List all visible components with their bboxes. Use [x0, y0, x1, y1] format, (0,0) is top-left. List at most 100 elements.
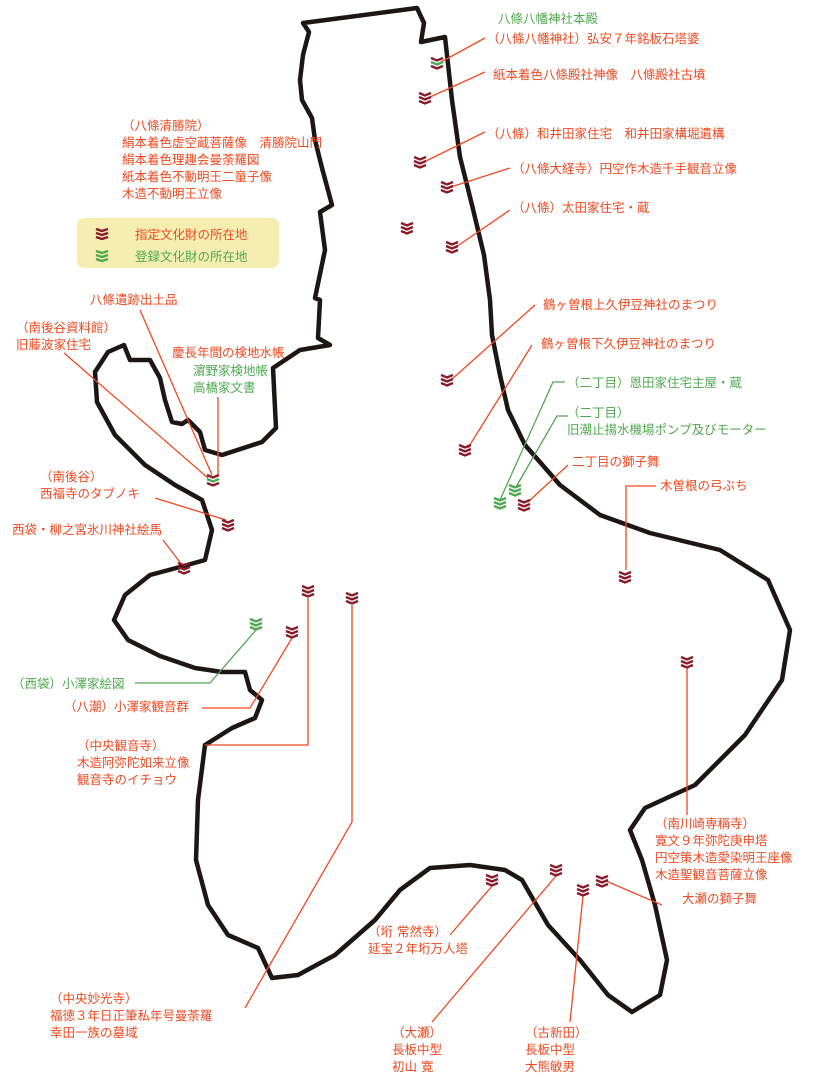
designated-marker-icon	[418, 91, 432, 105]
designated-marker-icon	[221, 518, 235, 532]
label-line: 寛文９年弥陀庚申塔	[655, 833, 768, 848]
leader-line	[440, 37, 486, 63]
label-line: （南後谷）	[40, 469, 103, 484]
designated-marker-icon	[440, 373, 454, 387]
designated-marker-icon	[301, 584, 315, 598]
label-yumibuchi: 木曽根の弓ぶち	[660, 477, 748, 494]
designated-marker-icon	[440, 180, 454, 194]
leader-line	[449, 885, 493, 936]
designated-marker-icon	[177, 561, 191, 575]
designated-marker-icon	[517, 498, 531, 512]
label-line: 旧潮止揚水機場ポンプ及びモーター	[567, 422, 767, 437]
designated-marker-icon	[595, 874, 609, 888]
label-line: 八條遺跡出土品	[90, 292, 178, 307]
label-line: 観音寺のイチョウ	[77, 772, 178, 787]
label-line: 八條八幡神社本殿	[498, 11, 599, 26]
label-hamano: 濵野家検地帳高橋家文書	[193, 362, 268, 396]
label-senshoji: （南川崎専稱寺）寛文９年弥陀庚申塔円空策木造愛染明王座像木造聖観音菩薩立像	[655, 815, 793, 883]
label-hachiman-honden: 八條八幡神社本殿	[498, 10, 598, 27]
label-pump: （二丁目） 旧潮止揚水機場ポンプ及びモーター	[567, 404, 767, 438]
label-line: 長板中型	[525, 1042, 576, 1057]
label-ota: （八條）太田家住宅・蔵	[512, 199, 650, 216]
registered-marker-icon	[249, 617, 263, 631]
city-boundary	[92, 5, 793, 1015]
leader-line	[450, 304, 536, 381]
label-ozawa-ezu: （西袋）小澤家絵図	[12, 675, 125, 692]
label-line: （八條）和井田家住宅 和井田家構堀遺構	[487, 126, 725, 141]
designated-marker-icon	[345, 591, 359, 605]
designated-marker-icon	[285, 625, 299, 639]
label-ozawa-kannon: （八潮）小澤家観音群	[64, 698, 189, 715]
label-line: 絹本着色理趣会曼荼羅図	[122, 152, 260, 167]
label-onda: （二丁目）恩田家住宅主屋・蔵	[567, 374, 742, 391]
leader-line	[625, 485, 656, 570]
label-line: （中央観音寺）	[77, 738, 165, 753]
label-line: 西袋・柳之宮氷川神社絵馬	[12, 522, 163, 537]
label-line: 木造不動明王立像	[122, 186, 223, 201]
leader-line	[569, 895, 584, 1023]
label-line: 木造阿弥陀如来立像	[77, 755, 190, 770]
leader-line	[205, 598, 309, 746]
designated-marker-icon	[618, 570, 632, 584]
leader-line	[139, 309, 213, 476]
label-nichome-shishi: 二丁目の獅子舞	[572, 453, 660, 470]
designated-marker-icon	[680, 655, 694, 669]
leader-line	[455, 209, 511, 248]
label-line: （垳 常然寺）	[368, 924, 447, 939]
leader-line	[427, 71, 486, 99]
label-kamikuizu: 鶴ヶ曽根上久伊豆神社のまつり	[543, 296, 718, 313]
designated-marker-icon	[549, 863, 563, 877]
leader-line	[244, 605, 353, 1009]
label-shimokuizu: 鶴ヶ曽根下久伊豆神社のまつり	[541, 335, 716, 352]
label-line: （南川崎専稱寺）	[655, 816, 756, 831]
designated-marker-icon	[413, 155, 427, 169]
designated-marker-icon	[445, 240, 459, 254]
registered-marker-icon	[493, 496, 507, 510]
label-hachiman-toba: （八條八幡神社）弘安７年銘板石塔婆	[487, 30, 700, 47]
legend-registered: 登録文化財の所在地	[95, 246, 248, 265]
designated-marker-icon	[430, 56, 444, 70]
leader-line	[135, 629, 257, 684]
leader-line	[162, 539, 183, 566]
label-line: 高橋家文書	[193, 380, 256, 395]
label-line: 木造聖観音菩薩立像	[655, 867, 768, 882]
designated-marker-icon	[400, 221, 414, 235]
label-hikawa: 西袋・柳之宮氷川神社絵馬	[12, 521, 162, 538]
label-line: （南後谷資料館）	[16, 320, 117, 335]
label-line: （古新田）	[525, 1025, 588, 1040]
label-line: 福徳３年日正筆私年号曼荼羅	[50, 1008, 213, 1023]
label-line: （八潮）小澤家観音群	[64, 699, 190, 714]
label-line: 大熊敏男	[525, 1059, 576, 1074]
label-line: 幸田一族の墓域	[50, 1025, 138, 1040]
label-line: 二丁目の獅子舞	[572, 454, 660, 469]
leader-line	[527, 464, 569, 503]
label-kannonji: （中央観音寺） 木造阿弥陀如来立像観音寺のイチョウ	[77, 737, 190, 788]
label-line: 鶴ヶ曽根上久伊豆神社のまつり	[543, 297, 719, 312]
label-line: 旧藤波家住宅	[16, 337, 92, 352]
label-line: （八條八幡神社）弘安７年銘板石塔婆	[487, 31, 700, 46]
label-line: 木曽根の弓ぶち	[660, 478, 748, 493]
leader-line	[202, 637, 293, 709]
label-line: 紙本着色不動明王二童子像	[122, 169, 273, 184]
leader-line	[154, 497, 227, 521]
label-ose-katagami: （大瀬）長板中型初山 寛	[392, 1024, 442, 1075]
label-koshinden: （古新田） 長板中型大熊敏男	[525, 1024, 588, 1075]
label-line: 鶴ヶ曽根下久伊豆神社のまつり	[541, 336, 717, 351]
label-waida: （八條）和井田家住宅 和井田家構堀遺構	[487, 125, 725, 142]
leader-line	[423, 131, 486, 163]
leader-line	[450, 167, 511, 188]
leader-line	[515, 415, 568, 488]
leader-line	[605, 880, 663, 906]
registered-marker-icon	[508, 483, 522, 497]
leader-line	[499, 381, 565, 501]
designated-marker-icon	[95, 227, 109, 240]
leader-line	[63, 352, 209, 479]
label-line: （西袋）小澤家絵図	[12, 676, 125, 691]
label-daikyoji: （八條大経寺）円空作木造千手観音立像	[512, 160, 737, 177]
label-seishoin: （八條清勝院）絹本着色虚空蔵菩薩像 清勝院山門絹本着色理趣会曼荼羅図紙本着色不動…	[122, 117, 322, 202]
label-line: （二丁目）	[567, 405, 630, 420]
leader-line	[467, 344, 533, 449]
label-line: （二丁目）恩田家住宅主屋・蔵	[567, 375, 743, 390]
label-zenenji: （垳 常然寺）延宝２年垳万人塔	[368, 923, 468, 957]
